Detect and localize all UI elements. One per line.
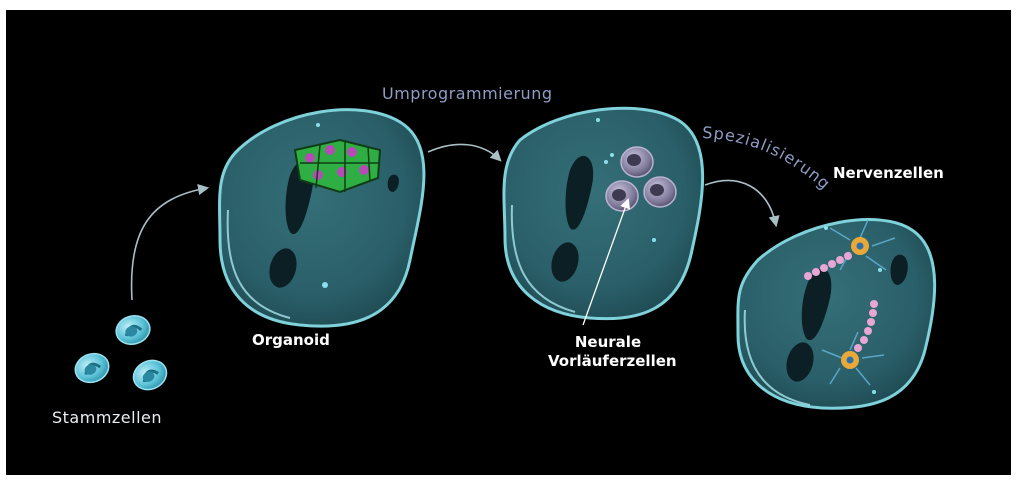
organoid-2 [504, 108, 703, 318]
label-reprogramming: Umprogrammierung [382, 84, 552, 104]
label-neural-progenitors: Neurale Vorläuferzellen [548, 333, 668, 371]
arrow-stem-to-organoid [132, 188, 207, 300]
stem-cell [113, 312, 153, 348]
arrow-specialization [705, 181, 776, 225]
stem-cells-group [71, 312, 171, 395]
label-organoid: Organoid [252, 331, 330, 350]
label-neural-progenitors-line2: Vorläuferzellen [548, 352, 668, 371]
stem-cell [129, 355, 172, 395]
organoid-3 [738, 220, 935, 409]
label-specialization: Spezialisierung [702, 123, 835, 194]
label-neural-progenitors-line1: Neurale [548, 333, 668, 352]
stem-cell [71, 349, 113, 387]
arrow-reprogramming [428, 144, 500, 160]
organoid-1 [220, 110, 424, 326]
label-nerve-cells: Nervenzellen [833, 164, 944, 183]
label-stem-cells: Stammzellen [52, 408, 162, 428]
